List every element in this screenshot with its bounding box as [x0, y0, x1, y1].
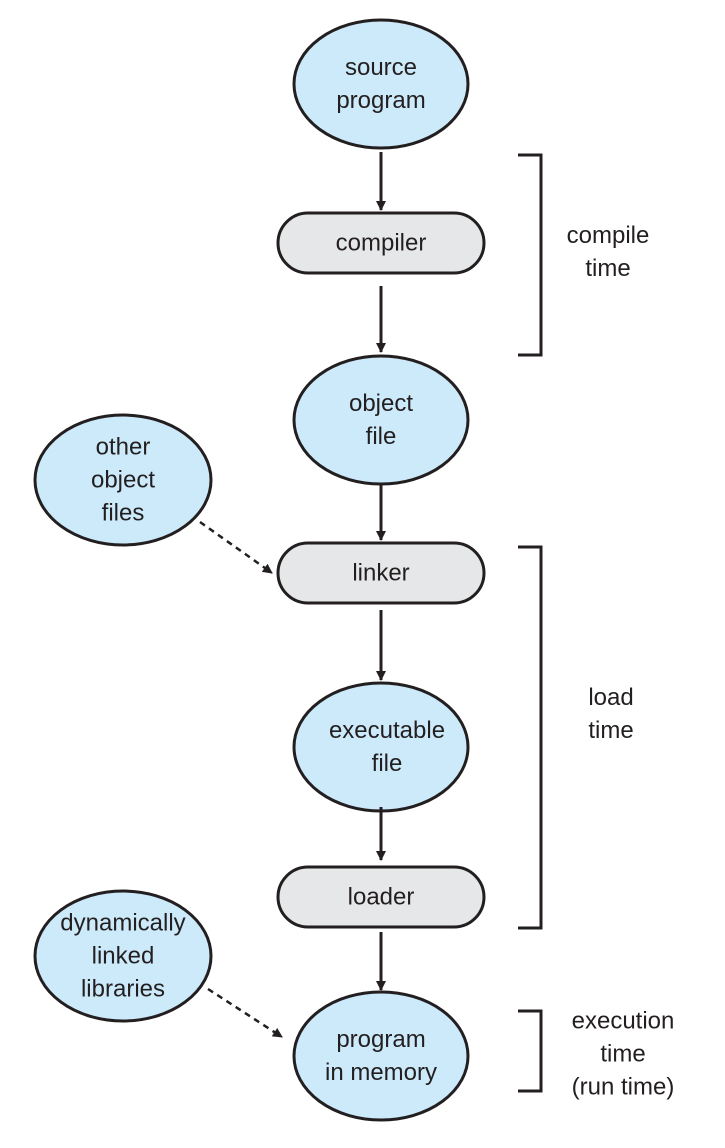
compile-time-bracket [518, 153, 543, 357]
linker-label: linker [352, 559, 410, 587]
executable-file-label: executable file [328, 717, 446, 777]
execution-time-label: execution time (run time) [571, 1007, 675, 1101]
compiler-node [276, 211, 486, 275]
load-time-label: load time [588, 684, 634, 744]
compile-time-label: compile time [566, 222, 650, 282]
source-program-node [292, 18, 470, 150]
compiler-label: compiler [335, 229, 427, 257]
other-object-files-label: other object files [90, 433, 156, 527]
other-object-files-node [33, 413, 213, 547]
dashed-arrow-object-files-to-linker [199, 520, 273, 575]
loader-node [276, 865, 486, 929]
linker-node [276, 541, 486, 605]
loader-label: loader [347, 883, 415, 911]
source-program-label: source program [336, 54, 426, 114]
load-time-bracket [518, 545, 543, 930]
dynamically-linked-libraries-label: dynamically linked libraries [60, 909, 186, 1003]
program-in-memory-label: program in memory [324, 1026, 438, 1086]
object-file-label: object file [348, 390, 414, 450]
dynamically-linked-libraries-node [33, 889, 213, 1023]
dashed-arrow-libraries-to-memory [207, 987, 283, 1039]
execution-time-bracket [518, 1009, 543, 1093]
program-in-memory-node [292, 990, 470, 1122]
